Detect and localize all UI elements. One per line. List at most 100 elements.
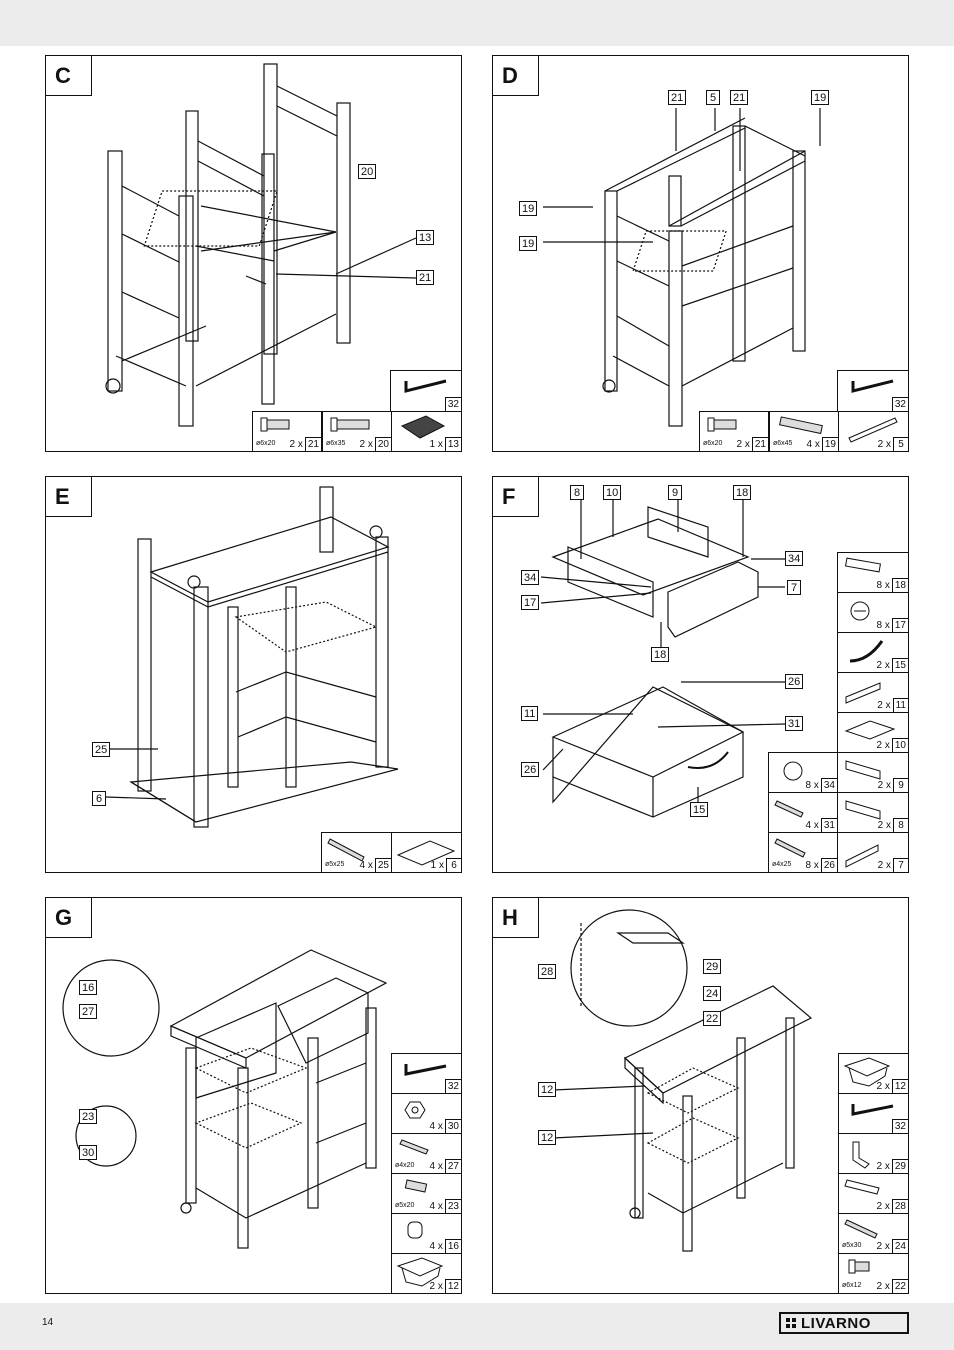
callout-13: 13 bbox=[416, 230, 435, 245]
part-ref: 34 bbox=[820, 778, 837, 792]
cart-assembly-illustration bbox=[105, 486, 399, 828]
part-ref: 21 bbox=[751, 437, 768, 451]
step-f-panel: F 8 10 9 18 34 7 34 17 18 26 11 31 26 15… bbox=[492, 476, 909, 873]
part-ref: 18 bbox=[891, 578, 908, 592]
brand-name: LIVARNO bbox=[801, 1315, 871, 1332]
bolt-icon bbox=[707, 417, 737, 432]
screw-icon bbox=[774, 800, 804, 818]
allen-key-icon bbox=[851, 379, 894, 393]
part-count: 8 x bbox=[805, 780, 819, 791]
step-label-tab: G bbox=[46, 898, 92, 938]
part-ref: 32 bbox=[444, 397, 461, 411]
bolt-icon bbox=[260, 417, 290, 432]
screw-icon bbox=[844, 1219, 878, 1239]
mesh-panel-icon bbox=[400, 415, 446, 439]
part-dimension: ø6x35 bbox=[326, 440, 346, 447]
part-ref: 6 bbox=[446, 858, 461, 872]
logo-mark-icon bbox=[786, 1318, 796, 1328]
step-label-tab: F bbox=[493, 477, 539, 517]
callout-19: 19 bbox=[519, 201, 538, 216]
callout-21: 21 bbox=[730, 90, 749, 105]
part-count: 2 x bbox=[877, 439, 891, 450]
part-count: 2 x bbox=[429, 1281, 443, 1292]
part-ref: 26 bbox=[820, 858, 837, 872]
step-label-tab: D bbox=[493, 56, 539, 96]
part-dimension: ø5x30 bbox=[842, 1242, 862, 1249]
part-count: 2 x bbox=[877, 780, 891, 791]
part-count: 2 x bbox=[876, 740, 890, 751]
callout-19: 19 bbox=[519, 236, 538, 251]
spacer-icon bbox=[407, 1221, 423, 1239]
callout-8: 8 bbox=[570, 485, 584, 500]
part-ref: 22 bbox=[891, 1279, 908, 1293]
step-letter: H bbox=[502, 905, 518, 930]
drawer-panel-icon bbox=[845, 800, 881, 820]
part-dimension: ø6x12 bbox=[842, 1282, 862, 1289]
part-dimension: ø6x20 bbox=[703, 440, 723, 447]
callout-18: 18 bbox=[651, 647, 670, 662]
bolt-icon bbox=[330, 417, 370, 432]
callout-12: 12 bbox=[538, 1082, 557, 1097]
handle-icon bbox=[849, 640, 884, 663]
nut-icon bbox=[404, 1101, 426, 1119]
part-dimension: ø6x45 bbox=[773, 440, 793, 447]
part-count: 4 x bbox=[429, 1201, 443, 1212]
part-ref: 17 bbox=[891, 618, 908, 632]
cam-lock-icon bbox=[850, 601, 870, 621]
callout-6: 6 bbox=[92, 791, 106, 806]
part-count: 8 x bbox=[876, 580, 890, 591]
step-label-tab: H bbox=[493, 898, 539, 938]
part-ref: 27 bbox=[444, 1159, 461, 1173]
callout-23: 23 bbox=[79, 1109, 98, 1124]
drawer-side-icon bbox=[845, 682, 881, 704]
part-ref: 32 bbox=[891, 1119, 908, 1133]
callout-26: 26 bbox=[785, 674, 804, 689]
part-count: 2 x bbox=[876, 1161, 890, 1172]
screw-icon bbox=[399, 1139, 429, 1155]
drawer-bottom-icon bbox=[844, 720, 896, 740]
bolt-icon bbox=[848, 1259, 870, 1274]
cart-frame-illustration bbox=[105, 63, 417, 427]
part-count: 2 x bbox=[877, 820, 891, 831]
allen-key-icon bbox=[404, 379, 447, 393]
callout-11: 11 bbox=[521, 706, 539, 721]
step-letter: E bbox=[55, 484, 70, 509]
page-number: 14 bbox=[42, 1317, 54, 1328]
callout-19: 19 bbox=[811, 90, 830, 105]
callout-20: 20 bbox=[358, 164, 377, 179]
part-count: 4 x bbox=[806, 439, 820, 450]
drawer-assembly-illustration bbox=[540, 499, 786, 818]
part-ref: 23 bbox=[444, 1199, 461, 1213]
callout-7: 7 bbox=[787, 580, 801, 595]
part-count: 2 x bbox=[876, 660, 890, 671]
part-ref: 25 bbox=[374, 858, 391, 872]
callout-34: 34 bbox=[521, 570, 540, 585]
part-count: 2 x bbox=[877, 860, 891, 871]
wall-plug-icon bbox=[844, 1179, 880, 1195]
brand-logo: LIVARNO bbox=[779, 1312, 909, 1334]
part-ref: 5 bbox=[893, 437, 908, 451]
part-ref: 16 bbox=[444, 1239, 461, 1253]
part-ref: 29 bbox=[891, 1159, 908, 1173]
part-count: 2 x bbox=[876, 1081, 890, 1092]
part-ref: 20 bbox=[374, 437, 391, 451]
callout-34: 34 bbox=[785, 551, 804, 566]
part-ref: 28 bbox=[891, 1199, 908, 1213]
part-count: 4 x bbox=[429, 1121, 443, 1132]
step-letter: F bbox=[502, 484, 516, 509]
